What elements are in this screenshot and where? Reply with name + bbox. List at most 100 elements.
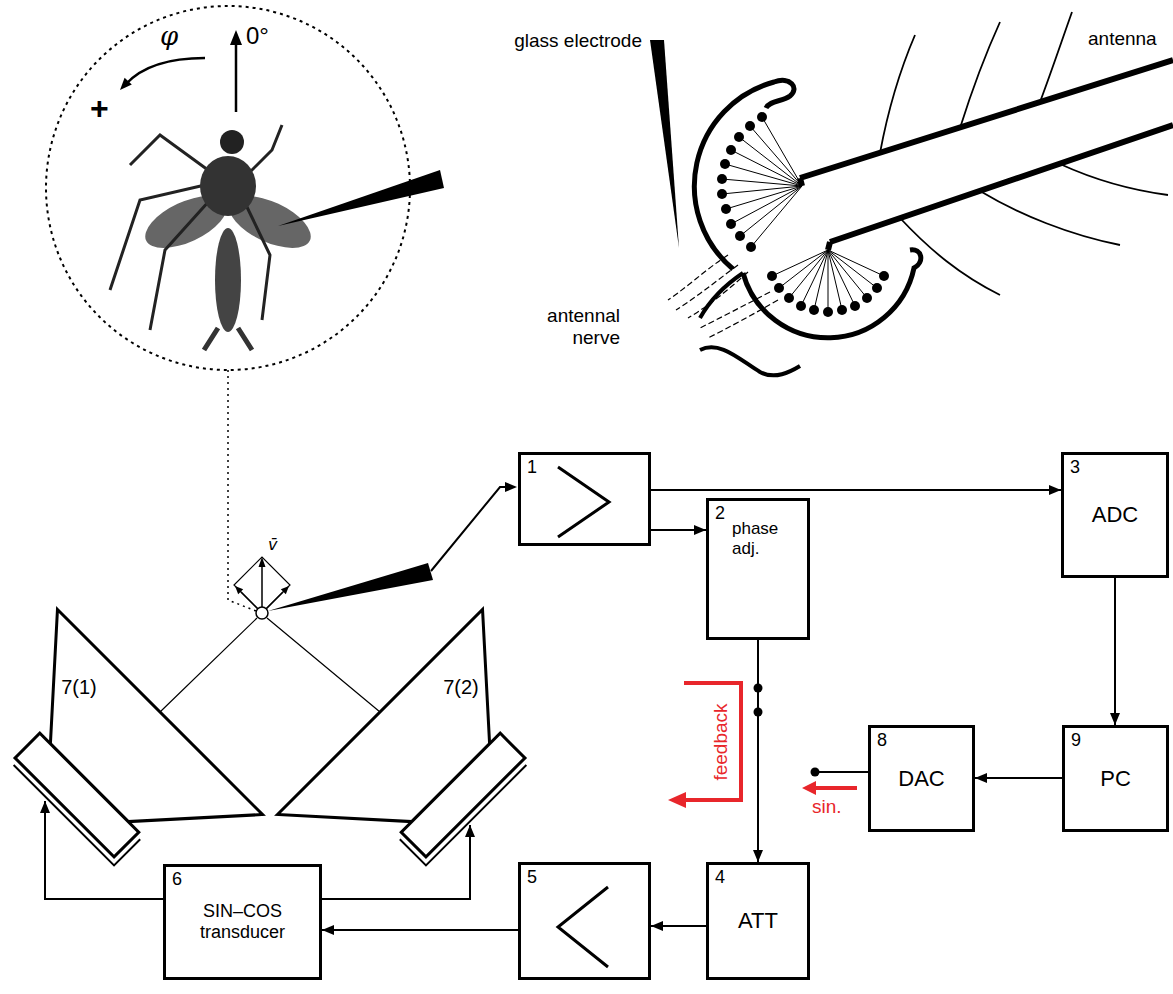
scolopidium xyxy=(774,283,784,293)
insect-thorax xyxy=(200,156,256,216)
signal-connector xyxy=(651,529,706,531)
amplifier-box: 1 xyxy=(518,452,651,546)
glass-electrode xyxy=(650,40,679,248)
scolopidium xyxy=(837,305,847,315)
loudspeaker-driver xyxy=(15,733,139,857)
sign-label: + xyxy=(90,90,109,127)
box-label: SIN–COS transducer xyxy=(200,901,285,942)
box-label: ADC xyxy=(1092,502,1138,527)
scolopidium xyxy=(823,307,833,317)
scolopidium xyxy=(796,301,806,311)
scolopidium xyxy=(809,305,819,315)
arrow-head xyxy=(259,557,266,567)
signal-connector xyxy=(1114,578,1116,725)
box-label: DAC xyxy=(898,766,944,791)
electrode xyxy=(268,563,433,611)
dac-box: 8DAC xyxy=(868,725,975,832)
insect-leg xyxy=(110,125,282,330)
vector-diamond xyxy=(234,557,290,613)
vector-label: v̄ xyxy=(268,536,277,554)
scolopidium xyxy=(720,159,730,169)
signal-connector xyxy=(975,777,1062,779)
switch-contact xyxy=(811,768,820,777)
callout-number: 2 xyxy=(715,503,725,524)
angle-zero-label: 0° xyxy=(246,22,269,50)
loudspeaker: 7(2) xyxy=(255,598,540,870)
loudspeaker-driver xyxy=(401,733,525,857)
loudspeaker-symbol xyxy=(0,598,280,870)
arrow-head xyxy=(230,30,242,45)
velocity-vector xyxy=(241,566,283,609)
signal-connector xyxy=(651,489,1061,491)
scolopidium xyxy=(726,219,736,229)
callout-number: 4 xyxy=(715,867,725,888)
scolopidium xyxy=(767,271,777,281)
amplifier-box: 5 xyxy=(518,862,651,980)
amplifier-symbol xyxy=(521,865,648,977)
callout-number: 7(1) xyxy=(61,676,97,699)
arrow-head xyxy=(505,482,517,492)
scolopidium xyxy=(746,242,756,252)
mode-label: feedback xyxy=(710,703,732,780)
scolopidium xyxy=(872,283,882,293)
scolopidium xyxy=(717,112,889,317)
loudspeaker-symbol xyxy=(277,609,582,914)
mode-annotation xyxy=(668,683,857,808)
adc-box: 3ADC xyxy=(1061,452,1169,578)
loudspeaker-horn xyxy=(0,609,263,885)
part-label: glass electrode xyxy=(514,30,642,52)
callout-number: 7(2) xyxy=(443,676,479,699)
callout-number: 1 xyxy=(527,457,537,478)
sine-arrow xyxy=(814,786,857,790)
loudspeaker-driver xyxy=(14,739,141,866)
arrow-head xyxy=(120,78,132,90)
scolopidium xyxy=(717,174,727,184)
scolopidium xyxy=(745,121,755,131)
scolopidium xyxy=(726,145,736,155)
part-label: antenna xyxy=(1088,28,1157,50)
signal-connector xyxy=(757,640,759,862)
amplifier-symbol xyxy=(521,455,648,543)
phase-adjuster-box: 2 phase adj. xyxy=(706,498,810,640)
callout-number: 8 xyxy=(877,730,887,751)
scolopidium xyxy=(734,132,744,142)
box-label: PC xyxy=(1100,766,1131,791)
signal-wire xyxy=(431,487,506,571)
attenuator-box: 4ATT xyxy=(706,862,810,980)
scolopidia-fibre xyxy=(722,117,802,247)
box-label: ATT xyxy=(738,908,778,933)
antenna-hair xyxy=(880,12,1168,295)
amplifier-symbol xyxy=(558,887,608,967)
nerve-fibre xyxy=(668,255,778,338)
scolopidium xyxy=(862,293,872,303)
dotted-leader xyxy=(228,370,256,611)
box-label: phase adj. xyxy=(732,519,778,558)
sound-field xyxy=(160,370,517,712)
angle-arrow xyxy=(126,58,205,84)
antenna-shaft xyxy=(800,60,1173,250)
scolopidium xyxy=(879,271,889,281)
loudspeaker-horn xyxy=(277,609,553,885)
loudspeaker: 7(1) xyxy=(0,598,280,870)
part-label: antennal nerve xyxy=(547,305,620,349)
loudspeaker-driver xyxy=(400,739,527,866)
callout-number: 3 xyxy=(1070,457,1080,478)
switch xyxy=(754,684,869,777)
callout-number: 9 xyxy=(1071,730,1081,751)
antenna-figure xyxy=(650,12,1173,375)
insect-position xyxy=(256,607,268,619)
scolopidium xyxy=(850,301,860,311)
electrode xyxy=(278,170,444,226)
arrow-head xyxy=(235,586,243,594)
insect-abdomen xyxy=(215,228,241,332)
scolopidia-fibre xyxy=(772,250,884,312)
angle-symbol: φ xyxy=(160,22,178,52)
insect-view xyxy=(46,6,444,370)
arrow-head xyxy=(668,792,686,808)
callout-number: 5 xyxy=(527,867,537,888)
arrow-head xyxy=(802,781,816,795)
sin-cos-transducer-box: 6SIN–COS transducer xyxy=(163,864,322,980)
signal-connector xyxy=(651,925,706,927)
signal-wire xyxy=(815,771,868,773)
